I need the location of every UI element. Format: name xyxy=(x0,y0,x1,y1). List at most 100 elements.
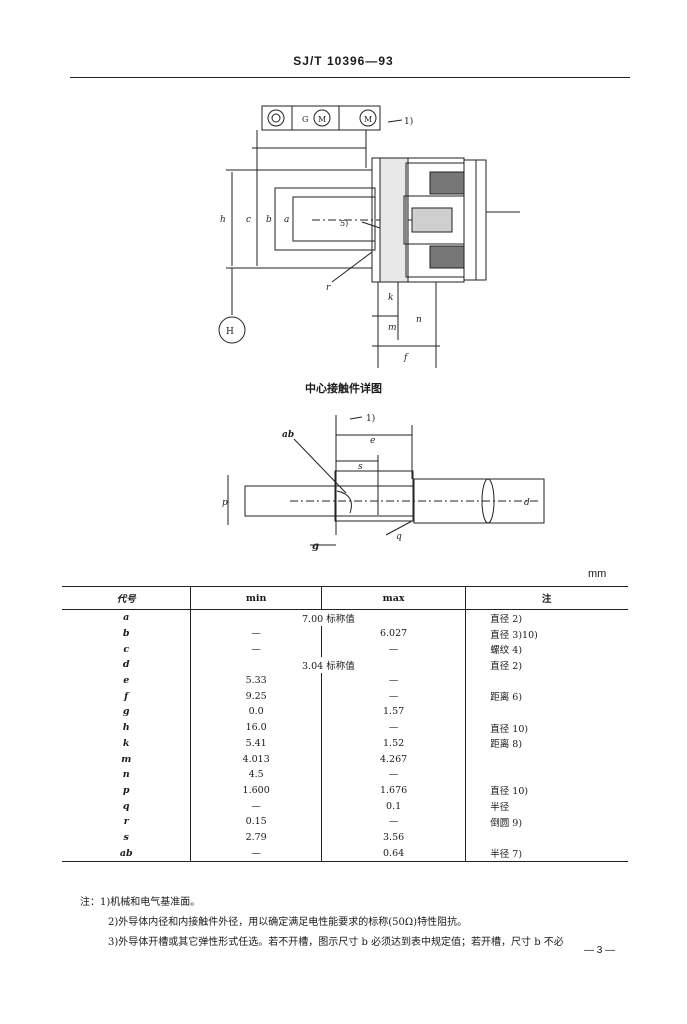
dim-p-label: p xyxy=(222,498,228,508)
gauge-dial-icon xyxy=(267,109,285,127)
footnote-2: 2)外导体内径和内接触件外径，用以确定满足电性能要求的标称(50Ω)特性阻抗。 xyxy=(108,917,468,928)
cell-code: m xyxy=(121,753,132,765)
cell-max: — xyxy=(320,672,466,689)
dim-m-label: m xyxy=(388,323,397,333)
detail-caption: 中心接触件详图 xyxy=(305,382,382,395)
cell-min: — xyxy=(190,845,322,863)
ref-label-5: 5) xyxy=(340,219,348,228)
cell-note xyxy=(465,751,628,767)
cell-note: 直径 3)10) xyxy=(465,625,628,642)
gauge-box xyxy=(261,105,381,131)
cell-min: 16.0 xyxy=(190,719,322,736)
center-contact-detail-drawing: 1) ab e s d q g p xyxy=(222,413,545,552)
ref-label-1: 1) xyxy=(404,116,413,127)
cell-min: — xyxy=(190,625,322,642)
meter-h-label: H xyxy=(226,327,234,337)
cell-max: — xyxy=(320,688,466,705)
cell-min: 1.600 xyxy=(190,782,322,799)
cell-note xyxy=(465,829,628,846)
dim-a-label: a xyxy=(284,215,289,225)
header-rule xyxy=(70,77,630,78)
unit-label: mm xyxy=(588,568,607,580)
cell-min: 2.79 xyxy=(190,829,322,846)
dim-q-label: q xyxy=(396,532,402,542)
meter-m2-icon xyxy=(359,109,377,127)
page-number: — 3 — xyxy=(584,945,616,956)
cell-code: k xyxy=(122,737,130,749)
cell-note: 直径 10) xyxy=(465,719,628,736)
cell-nominal: 3.04 标称值 xyxy=(190,657,466,673)
cell-code: n xyxy=(122,769,130,781)
cell-note xyxy=(465,672,628,689)
footnotes: 注：1)机械和电气基准面。 2)外导体内径和内接触件外径，用以确定满足电性能要求… xyxy=(80,893,640,953)
cell-note: 半径 7) xyxy=(465,845,628,863)
meter-m1-label: M xyxy=(318,115,326,124)
detail-ref-label-1: 1) xyxy=(366,413,375,424)
cell-note: 距离 6) xyxy=(465,688,628,705)
cell-note: 倒圆 9) xyxy=(465,813,628,830)
cell-min: 5.33 xyxy=(190,672,322,689)
cell-max: 3.56 xyxy=(320,829,466,846)
cell-max: 1.57 xyxy=(320,704,466,720)
cell-note: 直径 2) xyxy=(465,657,628,673)
connector-drawing: 1) H G M M h c b a 5) r k m n f xyxy=(218,105,520,368)
table-row: r 0.15—倒圆 9) xyxy=(62,813,628,830)
dim-r-label: r xyxy=(326,283,331,293)
cell-max: 1.676 xyxy=(320,782,466,799)
cell-max: — xyxy=(320,719,466,736)
cell-min: 0.15 xyxy=(190,813,322,830)
cell-max: — xyxy=(320,766,466,783)
cell-min: 4.013 xyxy=(190,751,322,767)
table-row: c——螺纹 4) xyxy=(62,641,628,658)
footnote-3: 3)外导体开槽或其它弹性形式任选。若不开槽，图示尺寸 b 必须达到表中规定值；若… xyxy=(108,937,564,948)
cell-max: — xyxy=(320,813,466,830)
dim-e-label: e xyxy=(370,436,375,446)
header-min: min xyxy=(190,586,322,610)
cell-note: 距离 8) xyxy=(465,735,628,752)
dim-k-label: k xyxy=(388,293,393,303)
cell-code: g xyxy=(122,706,130,718)
cell-min: — xyxy=(190,641,322,658)
cell-note: 直径 2) xyxy=(465,609,628,626)
cell-code: r xyxy=(123,816,129,828)
dim-ab-label: ab xyxy=(282,430,294,440)
cell-code: d xyxy=(122,659,130,671)
cell-note: 螺纹 4) xyxy=(465,641,628,658)
cell-note xyxy=(465,766,628,783)
cell-max: 0.64 xyxy=(320,845,466,863)
table-row: e 5.33— xyxy=(62,672,628,689)
cell-nominal: 7.00 标称值 xyxy=(190,609,466,626)
footnote-1: 注：1)机械和电气基准面。 xyxy=(80,897,201,908)
cell-code: c xyxy=(123,643,130,655)
cell-code: b xyxy=(122,628,130,640)
cell-max: 6.027 xyxy=(320,625,466,642)
cell-code: ab xyxy=(62,845,191,863)
header-note: 注 xyxy=(465,586,628,610)
cell-max: 1.52 xyxy=(320,735,466,752)
meter-m1-icon xyxy=(313,109,331,127)
dim-b-label: b xyxy=(266,215,272,225)
cell-code: q xyxy=(122,800,130,812)
meter-g-label: G xyxy=(302,115,308,124)
header-code: 代号 xyxy=(62,586,191,610)
table-row: d 3.04 标称值直径 2) xyxy=(62,657,628,673)
cell-min: — xyxy=(190,798,322,814)
dim-c-label: c xyxy=(246,215,251,225)
table-header-row: 代号 min max 注 xyxy=(62,586,628,610)
cell-max: — xyxy=(320,641,466,658)
cell-min: 5.41 xyxy=(190,735,322,752)
cell-note xyxy=(465,704,628,720)
dim-d-label: d xyxy=(524,498,530,508)
cell-code: e xyxy=(123,675,130,687)
